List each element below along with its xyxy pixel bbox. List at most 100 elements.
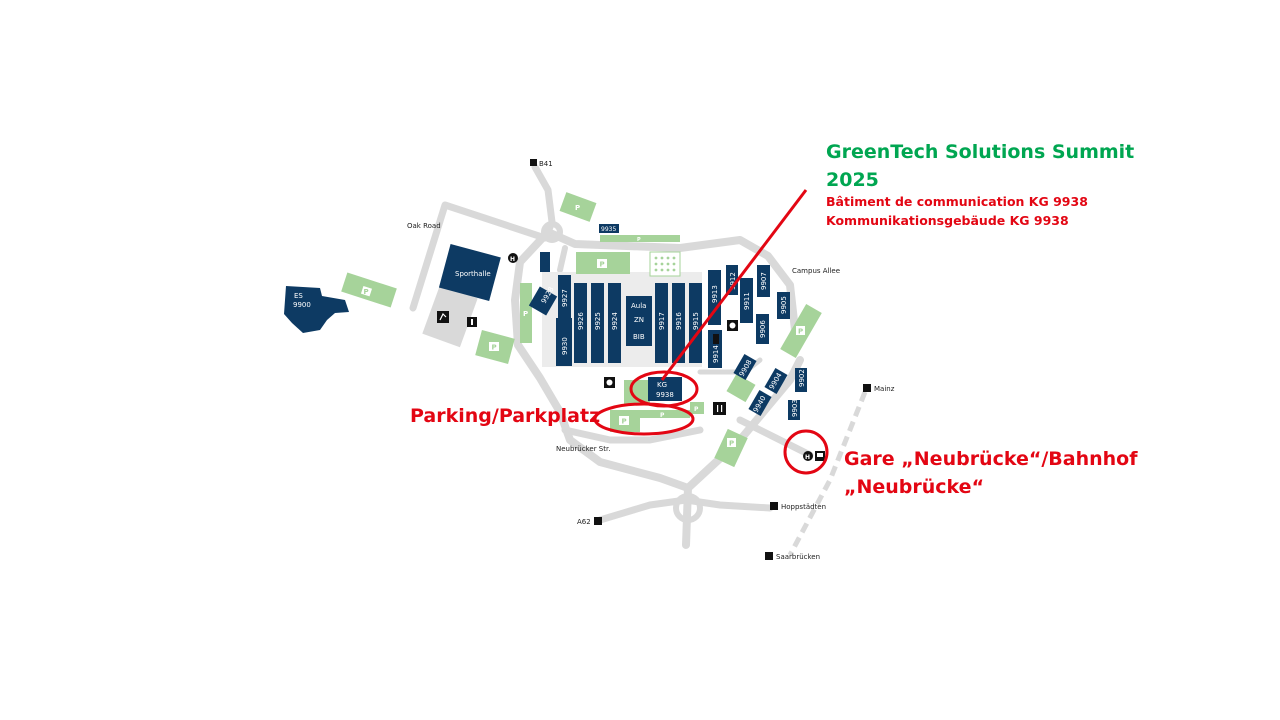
parking-sign: P xyxy=(660,412,665,419)
building-9916: 9916 xyxy=(672,283,685,363)
building-name-german: Kommunikationsgebäude KG 9938 xyxy=(826,213,1069,228)
parking-sign: P xyxy=(364,288,369,296)
station-callout-line2: „Neubrücke“ xyxy=(844,476,985,498)
parking-lot: P xyxy=(341,272,397,308)
building-9928: 9928 xyxy=(528,286,558,316)
road-label: Hoppstädten xyxy=(781,503,826,511)
building-es-9900: ES 9900 xyxy=(284,286,349,333)
roundabout-north xyxy=(541,221,563,243)
parking-lot: P xyxy=(576,252,630,274)
building-label: ZN xyxy=(634,316,644,324)
road-label: Oak Road xyxy=(407,222,441,230)
parking-lot: P xyxy=(610,410,640,432)
building-9915: 9915 xyxy=(689,283,702,363)
building-label: 9907 xyxy=(760,272,768,290)
building-label: 9926 xyxy=(577,312,585,330)
poi-icons: H H xyxy=(437,253,825,461)
road-a62 xyxy=(596,496,774,524)
parking-sign: P xyxy=(622,418,627,426)
building-9904: 9904 xyxy=(764,367,788,395)
cafe-icon xyxy=(604,377,615,388)
building-label: 9911 xyxy=(743,292,751,310)
building-9905: 9905 xyxy=(777,292,790,319)
train-icon xyxy=(815,451,825,461)
building-label: 9902 xyxy=(798,369,806,387)
building-label: 9914 xyxy=(712,345,720,363)
road-label: B41 xyxy=(539,160,553,168)
parking-sign: P xyxy=(575,204,580,212)
road-west-loop xyxy=(511,228,692,492)
building-sporthalle: Sporthalle xyxy=(438,244,501,301)
building-9926: 9926 xyxy=(574,283,587,363)
restaurant-icon xyxy=(713,402,726,415)
building-label: 9900 xyxy=(293,301,311,309)
road-label: A62 xyxy=(577,518,591,526)
building-9912: 9912 xyxy=(726,265,738,295)
building-label: 9925 xyxy=(594,312,602,330)
info-icon xyxy=(467,317,477,327)
road-label: Neubrücker Str. xyxy=(556,445,610,453)
parking-lot xyxy=(726,373,756,403)
building-small xyxy=(540,252,550,272)
parking-lot: P xyxy=(475,330,515,364)
direction-marker xyxy=(863,384,871,392)
building-label: 9935 xyxy=(601,226,616,233)
building-label: ES xyxy=(294,292,303,300)
parking-lots: P P P P P P xyxy=(341,192,822,468)
direction-markers: B41 Oak Road Campus Allee Neubrücker Str… xyxy=(407,159,895,561)
building-name-french: Bâtiment de communication KG 9938 xyxy=(826,194,1088,209)
direction-marker xyxy=(530,159,537,166)
building-label: 9905 xyxy=(780,296,788,314)
sports-field xyxy=(422,284,478,348)
parking-sign: P xyxy=(729,440,734,448)
building-label: Aula xyxy=(631,302,646,310)
building-label: 9913 xyxy=(711,285,719,303)
building-label: 9915 xyxy=(692,312,700,330)
building-label: 9912 xyxy=(729,272,737,290)
road-oak xyxy=(409,201,549,312)
road-network xyxy=(409,163,814,549)
building-9911: 9911 xyxy=(740,278,753,323)
parking-sign: P xyxy=(492,344,497,352)
parking-lot: P xyxy=(640,410,690,419)
building-9924: 9924 xyxy=(608,283,621,363)
building-9903: 9903 xyxy=(788,399,800,420)
railway-line xyxy=(787,391,868,557)
building-label: 9917 xyxy=(658,312,666,330)
building-label: 9938 xyxy=(656,391,674,399)
callout-pointer-line xyxy=(660,189,808,381)
station-callout: Gare „Neubrücke“/Bahnhof „Neubrücke“ xyxy=(844,445,1138,501)
road-label: Mainz xyxy=(874,385,895,393)
building-label: Sporthalle xyxy=(455,270,491,278)
event-title: GreenTech Solutions Summit 2025 xyxy=(826,138,1134,194)
road-campus-ring xyxy=(544,228,799,349)
building-9940: 9940 xyxy=(748,389,772,417)
building-9907: 9907 xyxy=(757,265,770,297)
svg-text:H: H xyxy=(510,256,515,263)
annotations xyxy=(593,189,829,475)
parking-lot: P xyxy=(690,402,704,414)
parking-lot-dotted xyxy=(649,251,681,277)
building-9906: 9906 xyxy=(756,314,769,344)
parking-lot: P xyxy=(714,428,748,468)
building-9935: 9935 xyxy=(599,224,619,233)
parking-sign: P xyxy=(600,261,605,269)
building-aula: Aula ZN BIB xyxy=(626,296,652,346)
building-label: KG xyxy=(657,381,667,389)
building-label: 9924 xyxy=(611,312,619,330)
parking-lot: P xyxy=(559,192,597,222)
building-label: 9916 xyxy=(675,312,683,330)
parking-sign: P xyxy=(694,406,699,413)
bus-stop-icon: H xyxy=(508,253,518,263)
sports-field-icon xyxy=(437,311,449,323)
road-station xyxy=(736,416,814,459)
station-callout-line1: Gare „Neubrücke“/Bahnhof xyxy=(844,448,1138,470)
event-title-line2: 2025 xyxy=(826,169,879,191)
parking-lot: P xyxy=(600,235,680,243)
building-9917: 9917 xyxy=(655,283,668,363)
direction-marker xyxy=(770,502,778,510)
building-label: 9906 xyxy=(759,320,767,338)
building-label: 9927 xyxy=(561,289,569,307)
building-label: 9930 xyxy=(561,337,569,355)
parking-callout: Parking/Parkplatz xyxy=(410,405,601,427)
